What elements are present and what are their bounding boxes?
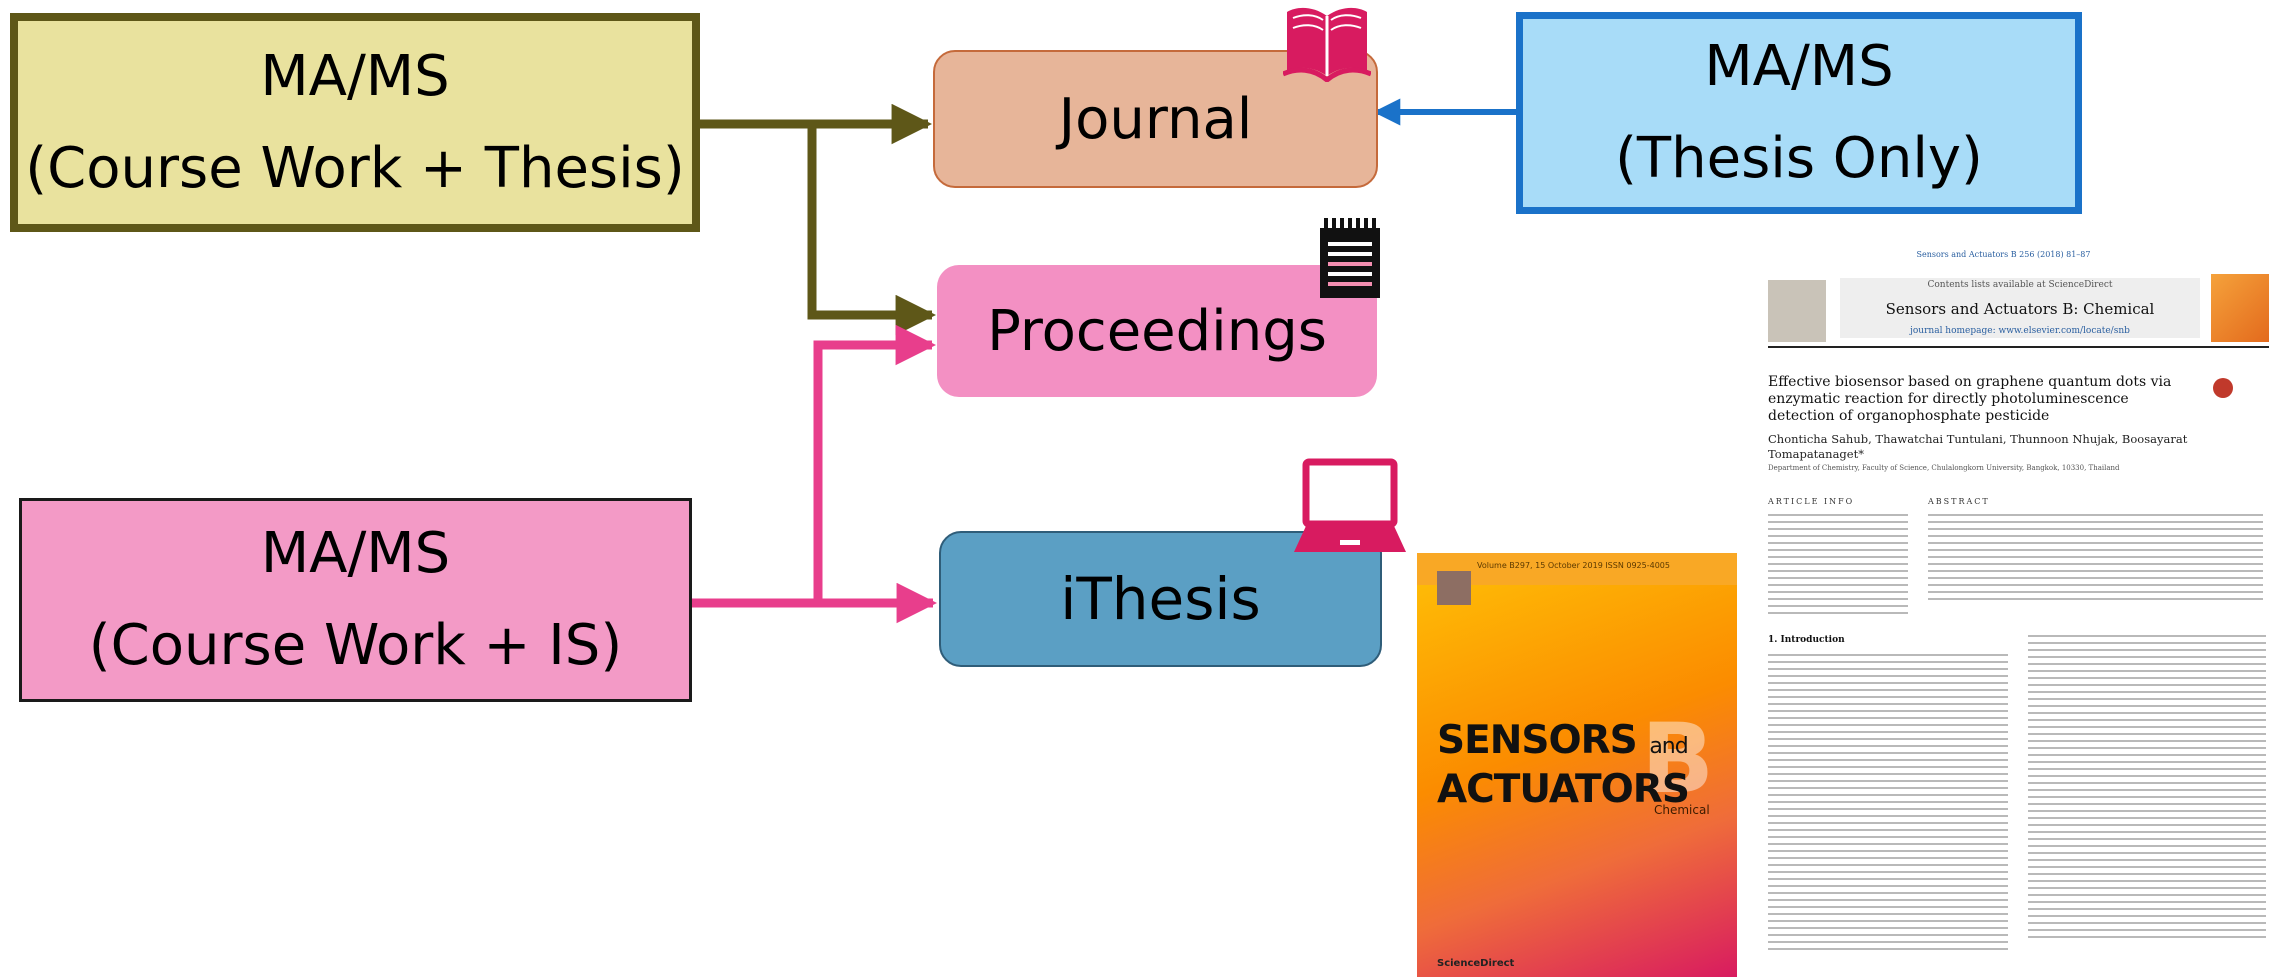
box-coursework-thesis: MA/MS (Course Work + Thesis) bbox=[10, 13, 700, 232]
laptop-icon bbox=[1294, 458, 1406, 552]
box-proceedings: Proceedings bbox=[937, 265, 1377, 397]
article-affiliation: Department of Chemistry, Faculty of Scie… bbox=[1768, 464, 2120, 472]
journal-cover: Volume B297, 15 October 2019 ISSN 0925-4… bbox=[1417, 553, 1737, 977]
box-coursework-is-line1: MA/MS bbox=[260, 521, 451, 586]
journal-cover-thumbnail bbox=[2211, 274, 2269, 342]
box-coursework-is-line2: (Course Work + IS) bbox=[88, 613, 623, 678]
cover-title-and: and bbox=[1649, 734, 1688, 759]
book-icon bbox=[1283, 7, 1371, 82]
journal-title: Sensors and Actuators B: Chemical bbox=[1885, 300, 2155, 318]
box-ithesis: iThesis bbox=[939, 531, 1382, 667]
article-journal-line: Sensors and Actuators B 256 (2018) 81–87 bbox=[1916, 250, 2091, 259]
cover-chemical: Chemical bbox=[1654, 803, 1710, 817]
article-info-text bbox=[1768, 514, 1908, 619]
box-proceedings-label: Proceedings bbox=[987, 298, 1327, 364]
abstract-text bbox=[1928, 514, 2263, 605]
box-coursework-is: MA/MS (Course Work + IS) bbox=[19, 498, 692, 702]
box-ithesis-label: iThesis bbox=[1060, 565, 1261, 633]
journal-article-preview: Sensors and Actuators B 256 (2018) 81–87… bbox=[1738, 222, 2269, 977]
abstract-heading: ABSTRACT bbox=[1928, 497, 1990, 506]
cover-elsevier-logo bbox=[1437, 571, 1471, 605]
elsevier-logo bbox=[1768, 280, 1826, 342]
cover-title: SENSORS and ACTUATORS bbox=[1437, 718, 1690, 812]
cover-sciencedirect: ScienceDirect bbox=[1437, 958, 1515, 969]
cover-title-sensors: SENSORS bbox=[1437, 718, 1638, 763]
box-journal-label: Journal bbox=[1058, 86, 1253, 152]
article-info-heading: ARTICLE INFO bbox=[1768, 497, 1855, 506]
contents-line: Contents lists available at ScienceDirec… bbox=[1927, 280, 2113, 290]
notepad-icon bbox=[1320, 218, 1380, 298]
introduction-heading: 1. Introduction bbox=[1768, 635, 1845, 645]
journal-header-box bbox=[1840, 278, 2200, 338]
cover-volume-info: Volume B297, 15 October 2019 ISSN 0925-4… bbox=[1477, 561, 1670, 570]
journal-homepage: journal homepage: www.elsevier.com/locat… bbox=[1910, 326, 2130, 336]
arrow-thesis-to-proceedings bbox=[807, 124, 937, 336]
article-title: Effective biosensor based on graphene qu… bbox=[1768, 374, 2172, 424]
box-thesis-only-line1: MA/MS bbox=[1704, 34, 1894, 99]
header-rule bbox=[1768, 346, 2269, 348]
box-coursework-thesis-line2: (Course Work + Thesis) bbox=[25, 135, 685, 201]
cover-title-actuators: ACTUATORS bbox=[1437, 767, 1690, 812]
introduction-text-left bbox=[1768, 654, 2008, 955]
introduction-text-right bbox=[2028, 635, 2266, 943]
cover-letter-b: B bbox=[1641, 703, 1715, 815]
article-authors: Chonticha Sahub, Thawatchai Tuntulani, T… bbox=[1768, 432, 2188, 461]
box-journal: Journal bbox=[933, 50, 1378, 188]
crossmark-icon bbox=[2213, 378, 2233, 398]
box-coursework-thesis-line1: MA/MS bbox=[260, 43, 450, 109]
arrow-is-to-proceedings bbox=[813, 324, 937, 603]
box-thesis-only-line2: (Thesis Only) bbox=[1615, 126, 1983, 191]
box-thesis-only: MA/MS (Thesis Only) bbox=[1516, 12, 2082, 214]
